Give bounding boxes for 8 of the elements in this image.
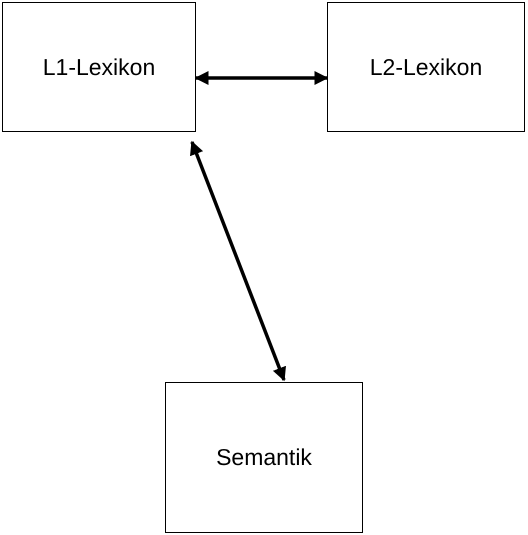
double-arrow	[194, 71, 328, 85]
process-box	[2, 2, 196, 132]
process-box	[165, 382, 363, 533]
box-label: L1-Lexikon	[42, 54, 156, 80]
box-label: L2-Lexikon	[370, 54, 482, 80]
box-label: Semantik	[216, 444, 312, 471]
double-arrow	[190, 140, 286, 382]
process-box	[327, 2, 525, 132]
